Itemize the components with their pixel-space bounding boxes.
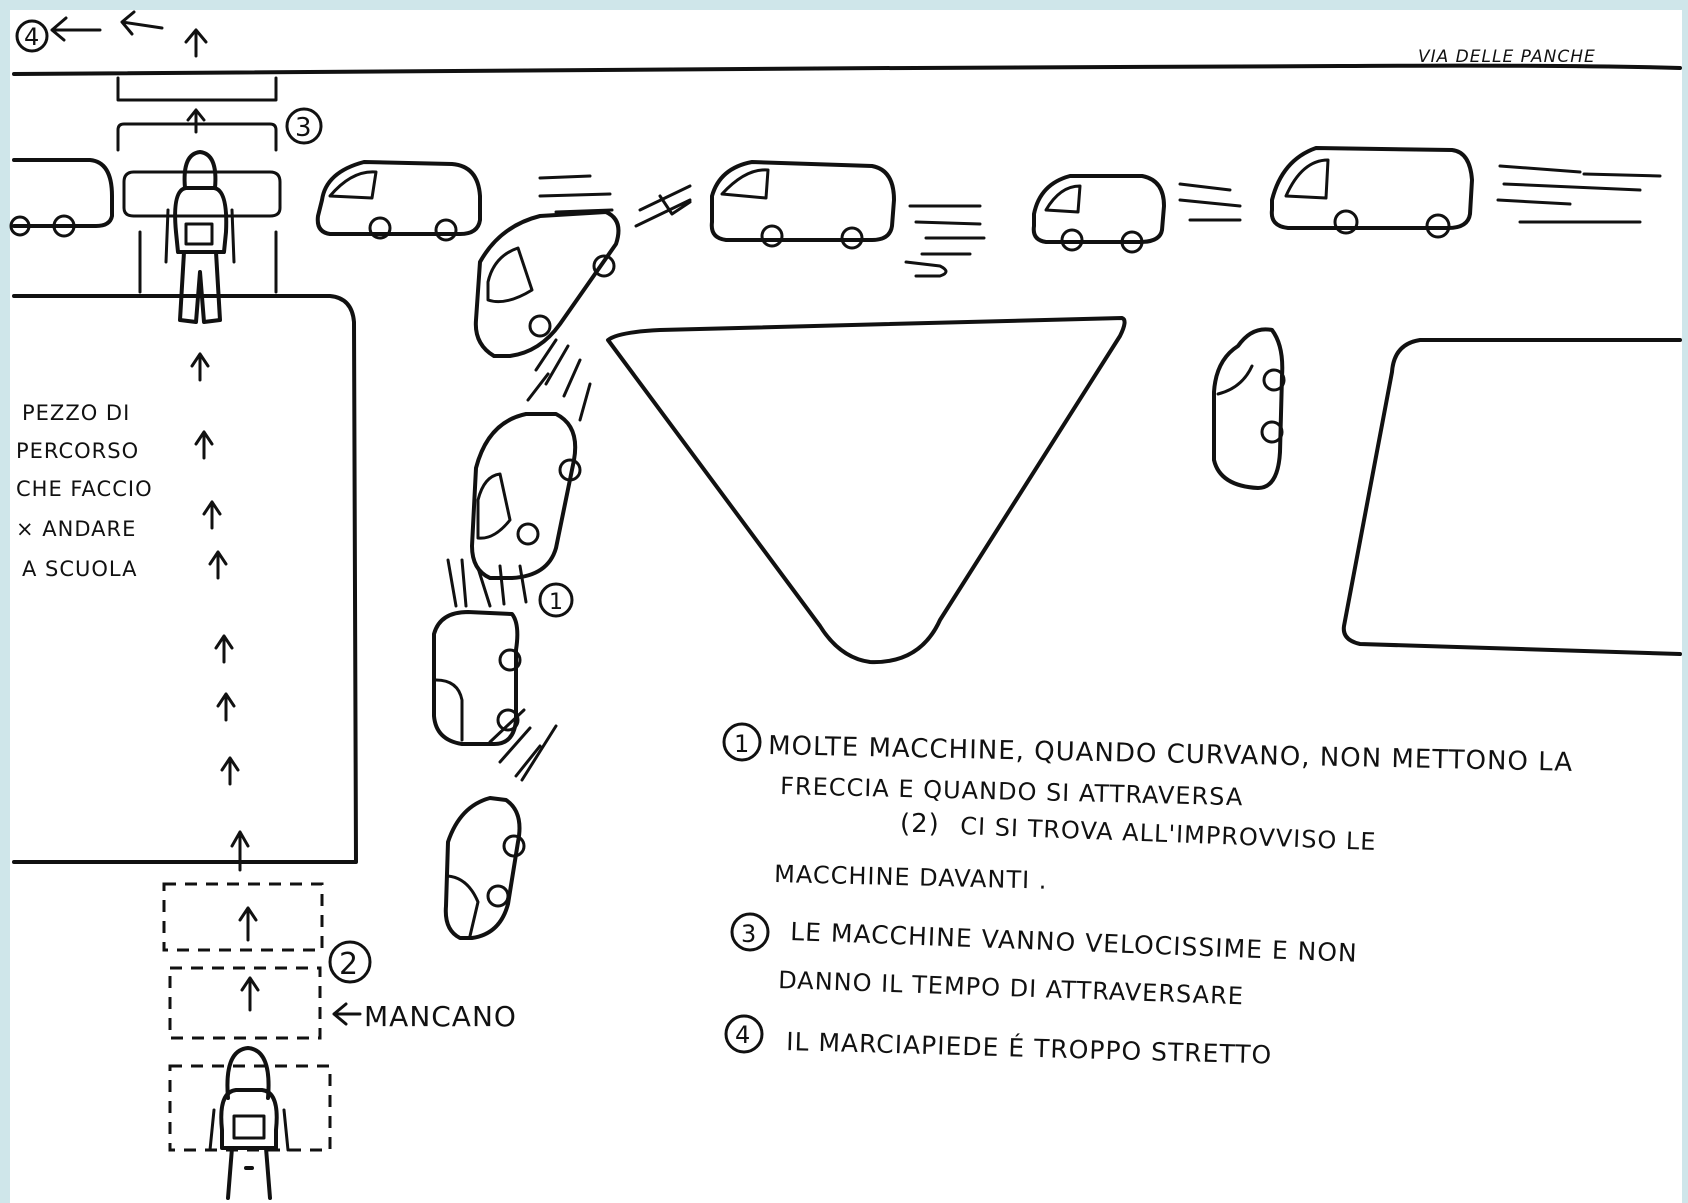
note-2-line-1: CI SI TROVA ALL'IMPROVVISO LE [960, 812, 1377, 856]
car-icon [476, 212, 619, 356]
zebra-crossing-top [118, 78, 280, 292]
traffic-island [608, 318, 1125, 662]
car-icon [472, 414, 580, 578]
car-icon [1272, 148, 1472, 237]
note-3-marker: 3 [741, 920, 757, 948]
car-icon [712, 162, 894, 248]
arrow-up-icon [188, 110, 204, 132]
arrow-up-icon [192, 354, 208, 380]
arrow-up-icon [222, 758, 238, 784]
motion-lines [448, 560, 526, 606]
note-4-marker: 4 [735, 1021, 751, 1049]
sidewalk-block-right [1344, 340, 1680, 654]
dashed-stripe [170, 968, 320, 1038]
route-arrows [192, 354, 258, 1010]
direction-arrows-top: 4 [17, 12, 206, 56]
route-caption-line: PERCORSO [16, 439, 139, 463]
street-name-label: VIA DELLE PANCHE [1418, 47, 1596, 67]
speed-lines [540, 166, 1660, 276]
arrow-up-icon [210, 552, 226, 578]
route-caption: PEZZO DI PERCORSO CHE FACCIO × ANDARE A … [16, 401, 153, 581]
arrow-up-icon [240, 908, 256, 940]
marker-1-road: 1 [549, 590, 564, 615]
arrow-left-icon [122, 12, 162, 34]
note-2-line-2: MACCHINE DAVANTI . [774, 860, 1048, 895]
route-caption-line: A SCUOLA [22, 557, 137, 581]
note-1-marker: 1 [734, 730, 750, 758]
arrow-up-icon [196, 432, 212, 458]
route-caption-line: × ANDARE [16, 517, 136, 541]
car-icon [1214, 329, 1284, 488]
arrow-up-icon [186, 30, 206, 56]
pedestrian-icon [210, 1048, 288, 1198]
car-icon [1034, 176, 1164, 252]
note-3-line-2: DANNO IL TEMPO DI ATTRAVERSARE [778, 966, 1245, 1010]
car-icon [11, 160, 112, 236]
note-3-line-1: LE MACCHINE VANNO VELOCISSIME E NON [790, 917, 1358, 968]
notes-list: 1 MOLTE MACCHINE, QUANDO CURVANO, NON ME… [724, 724, 1573, 1070]
route-caption-line: PEZZO DI [22, 401, 130, 425]
arrow-up-icon [204, 502, 220, 528]
note-4-line-1: IL MARCIAPIEDE É TROPPO STRETTO [786, 1027, 1273, 1070]
arrow-left-icon [52, 18, 100, 40]
arrow-up-icon [232, 832, 248, 870]
arrow-left-icon [334, 1004, 360, 1024]
missing-label: MANCANO [364, 1000, 517, 1033]
route-caption-line: CHE FACCIO [16, 477, 153, 501]
arrow-up-icon [216, 636, 232, 662]
arrow-up-icon [218, 694, 234, 720]
marker-3: 3 [295, 113, 313, 143]
marker-4-top: 4 [24, 23, 40, 51]
arrow-up-icon [242, 978, 258, 1010]
motion-lines [528, 340, 590, 420]
note-1-line-2: FRECCIA E QUANDO SI ATTRAVERSA [780, 772, 1244, 811]
marker-2: 2 [339, 947, 359, 982]
note-1-line-1: MOLTE MACCHINE, QUANDO CURVANO, NON METT… [768, 731, 1573, 778]
car-icon [446, 798, 524, 938]
note-2-marker: (2) [900, 809, 940, 839]
car-icon [318, 162, 480, 240]
